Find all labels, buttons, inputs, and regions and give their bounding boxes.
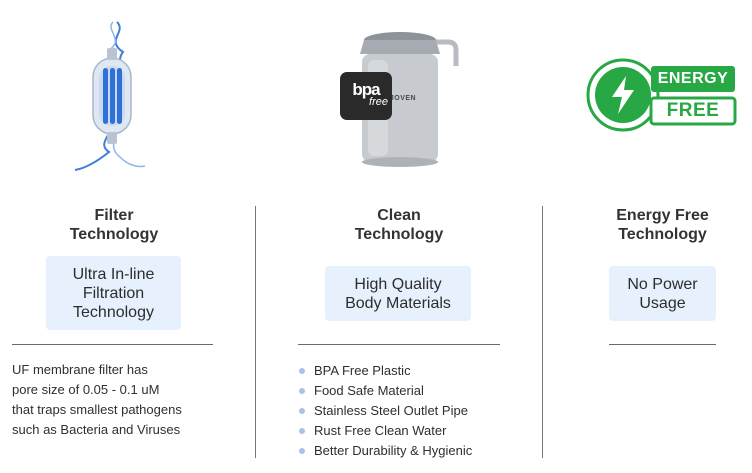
energy-free-pill: No Power Usage [609,266,716,321]
energy-free-title: Energy Free Technology [616,207,709,243]
column-divider-2 [542,206,543,458]
clean-technology-pill: High Quality Body Materials [325,266,471,321]
lightning-bolt-icon [612,76,634,114]
filter-technology-description: UF membrane filter has pore size of 0.05… [12,362,182,437]
energy-free-rule [609,344,716,345]
bpa-badge-line2: free [369,96,388,108]
product-brand-label: JOVEN [389,95,417,102]
filter-technology-title: Filter Technology [69,207,159,243]
clean-technology-title: Clean Technology [354,207,444,243]
filter-technology-rule [12,344,213,345]
list-item: Rust Free Clean Water [299,421,539,441]
list-item: Better Durability & Hygienic [299,441,539,461]
column-divider-1 [255,206,256,458]
energy-free-badge: ENERGY FREE [585,56,738,134]
energy-free-column: ENERGY FREE Energy Free Technology No Po… [580,0,745,473]
clean-technology-rule [298,344,500,345]
list-item: Stainless Steel Outlet Pipe [299,401,539,421]
bpa-free-badge: bpa free [340,72,392,120]
clean-technology-column: JOVEN bpa free Clean Technology High Qua… [258,0,540,473]
filter-technology-column: Filter Technology Ultra In-line Filtrati… [0,0,228,473]
list-item: BPA Free Plastic [299,361,539,381]
bpa-badge-line1: bpa [352,80,380,99]
list-item: Food Safe Material [299,381,539,401]
energy-badge-line2: FREE [666,100,720,121]
clean-technology-bullet-list: BPA Free Plastic Food Safe Material Stai… [299,361,539,461]
uf-filter-cartridge-icon [65,18,160,178]
filter-technology-pill: Ultra In-line Filtration Technology [46,256,181,330]
energy-badge-line1: ENERGY [657,70,729,87]
